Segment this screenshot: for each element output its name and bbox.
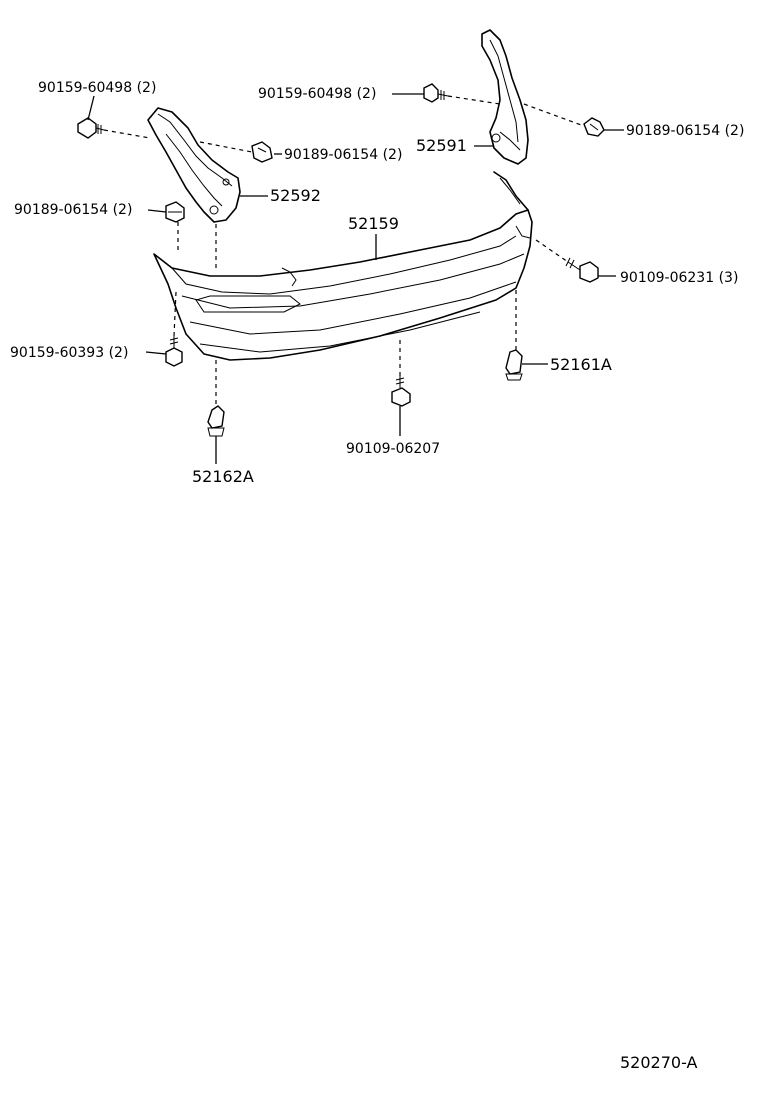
right-bracket-52591 xyxy=(481,29,529,165)
label-screw-upper-left: 90159-60498 (2) xyxy=(38,80,156,96)
label-bolt-right: 90109-06231 (3) xyxy=(620,270,738,286)
leader-lines xyxy=(87,93,624,464)
label-bracket-right: 52591 xyxy=(416,136,467,155)
clip-lower-left-icon xyxy=(207,405,225,437)
label-screw-lower-left: 90159-60393 (2) xyxy=(10,345,128,361)
clip-left-icon xyxy=(165,201,185,223)
bumper-cover-52159 xyxy=(153,171,533,361)
label-clip-upper-left-center: 90189-06154 (2) xyxy=(284,147,402,163)
label-clip-lower-left: 52162A xyxy=(192,467,254,486)
screw-lower-left-icon xyxy=(165,336,183,367)
screw-upper-left-icon xyxy=(77,117,105,139)
label-clip-left: 90189-06154 (2) xyxy=(14,202,132,218)
clip-lower-right-icon xyxy=(505,349,523,381)
label-bracket-left: 52592 xyxy=(270,186,321,205)
assembly-lines xyxy=(103,95,585,406)
clip-upper-left-center-icon xyxy=(251,141,273,163)
bolt-right-icon xyxy=(565,257,599,283)
label-bumper-cover: 52159 xyxy=(348,214,399,233)
label-clip-lower-right: 52161A xyxy=(550,355,612,374)
bolt-bottom-icon xyxy=(391,376,411,407)
diagram-code: 520270-A xyxy=(620,1053,698,1072)
label-bolt-bottom: 90109-06207 xyxy=(346,441,440,457)
screw-upper-center-icon xyxy=(423,83,449,103)
label-clip-upper-right: 90189-06154 (2) xyxy=(626,123,744,139)
left-bracket-52592 xyxy=(147,107,241,223)
clip-upper-right-icon xyxy=(583,117,605,137)
label-screw-upper-center: 90159-60498 (2) xyxy=(258,86,376,102)
